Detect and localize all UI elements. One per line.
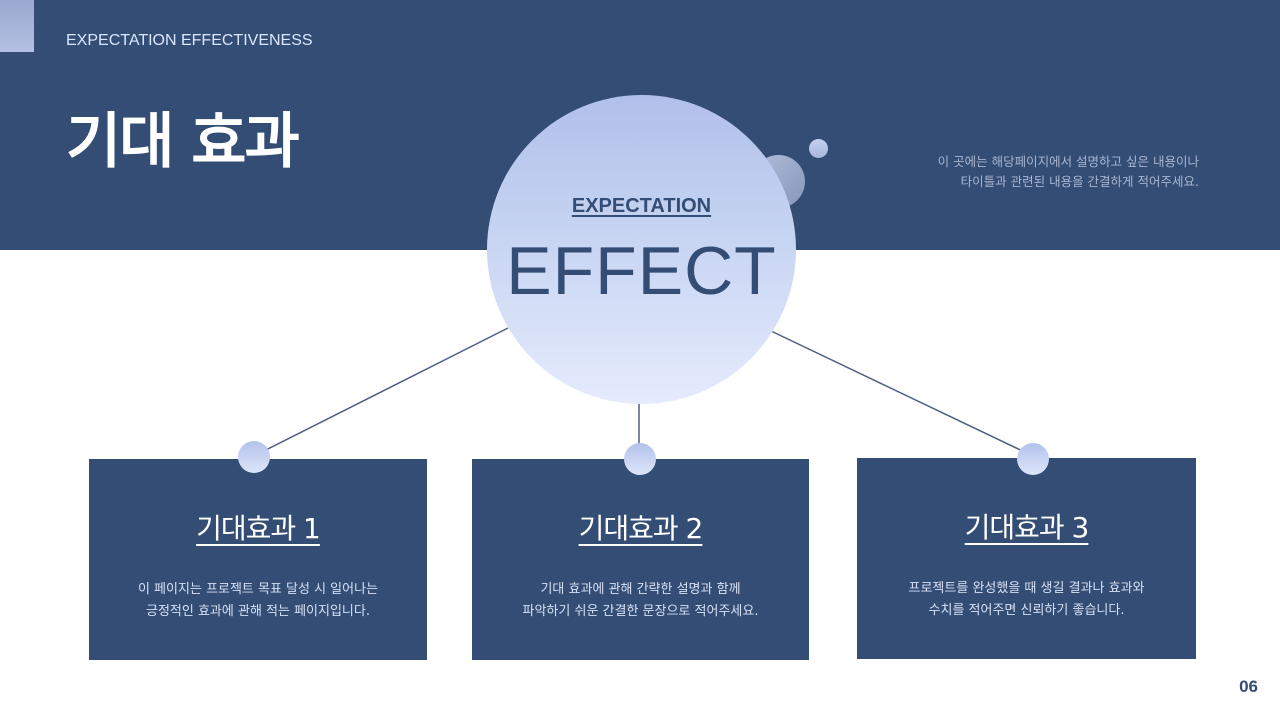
card-description-line: 파악하기 쉬운 간결한 문장으로 적어주세요. [522, 604, 759, 619]
connector-node-dot-2 [624, 443, 656, 475]
page-number: 06 [1239, 677, 1258, 696]
card-title: 기대효과 3 [964, 511, 1090, 544]
decorative-bubble-small [809, 139, 828, 158]
connector-node-dot-1 [238, 441, 270, 473]
header-description-line: 타이틀과 관련된 내용을 간결하게 적어주세요. [960, 174, 1199, 189]
card-description-line: 수치를 적어주면 신뢰하기 좋습니다. [928, 603, 1125, 618]
card-title: 기대효과 2 [578, 512, 704, 545]
card-description-line: 프로젝트를 완성했을 때 생길 결과나 효과와 [908, 581, 1145, 596]
card-title: 기대효과 1 [196, 512, 321, 545]
card-description-line: 기대 효과에 관해 간략한 설명과 함께 [540, 582, 741, 597]
header-description: 이 곳에는 해당페이지에서 설명하고 싶은 내용이나 타이틀과 관련된 내용을 … [839, 152, 1199, 192]
effect-card-3: 기대효과 3 프로젝트를 완성했을 때 생길 결과나 효과와 수치를 적어주면 … [857, 458, 1196, 659]
card-description-line: 이 페이지는 프로젝트 목표 달성 시 일어나는 [137, 582, 379, 597]
connector-node-dot-3 [1017, 443, 1049, 475]
section-subtitle: EXPECTATION EFFECTIVENESS [66, 32, 313, 49]
circle-big-text: EFFECT [506, 233, 777, 309]
effect-card-1: 기대효과 1 이 페이지는 프로젝트 목표 달성 시 일어나는 긍정적인 효과에… [89, 459, 427, 660]
card-description: 기대 효과에 관해 간략한 설명과 함께 파악하기 쉬운 간결한 문장으로 적어… [472, 579, 809, 623]
corner-accent-square [0, 0, 34, 52]
card-description: 프로젝트를 완성했을 때 생길 결과나 효과와 수치를 적어주면 신뢰하기 좋습… [857, 578, 1196, 622]
page-title: 기대 효과 [66, 107, 300, 177]
circle-kicker-text: EXPECTATION [571, 195, 712, 217]
effect-card-2: 기대효과 2 기대 효과에 관해 간략한 설명과 함께 파악하기 쉬운 간결한 … [472, 459, 809, 660]
center-circle: EXPECTATION EFFECT [487, 95, 796, 404]
header-description-line: 이 곳에는 해당페이지에서 설명하고 싶은 내용이나 [937, 154, 1199, 169]
card-description-line: 긍정적인 효과에 관해 적는 페이지입니다. [146, 604, 370, 619]
card-description: 이 페이지는 프로젝트 목표 달성 시 일어나는 긍정적인 효과에 관해 적는 … [89, 579, 427, 623]
